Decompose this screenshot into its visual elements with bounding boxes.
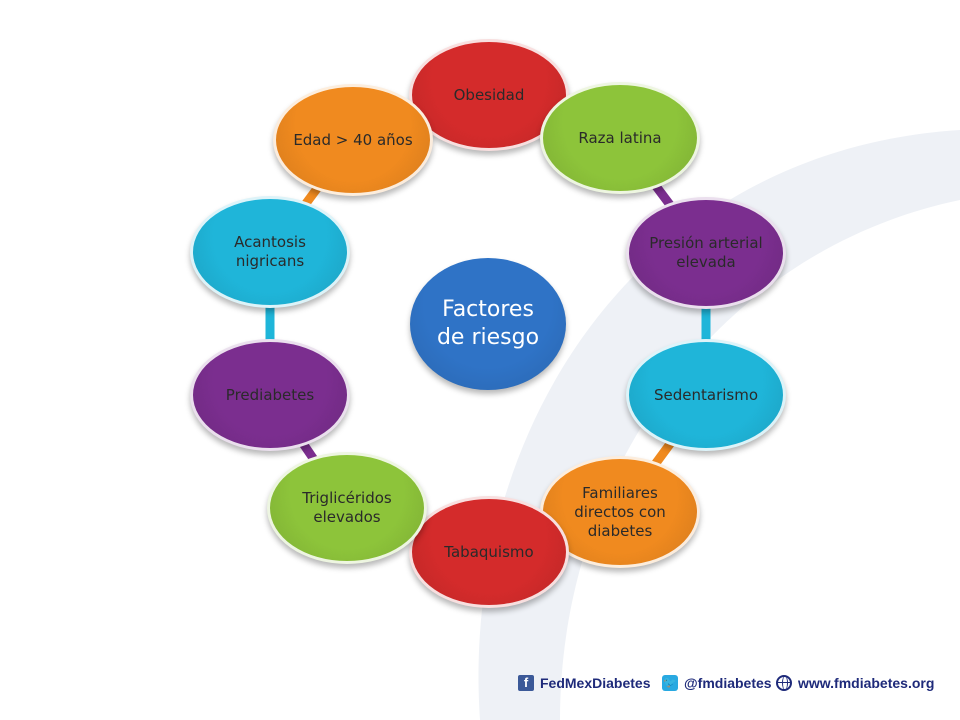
- risk-factor-label: Raza latina: [578, 128, 662, 147]
- risk-factor-node: Sedentarismo: [626, 339, 786, 451]
- risk-factor-node: Prediabetes: [190, 339, 350, 451]
- risk-factor-node: Presión arterial elevada: [626, 197, 786, 309]
- facebook-handle: FedMexDiabetes: [540, 675, 651, 691]
- footer-facebook[interactable]: f FedMexDiabetes: [518, 672, 650, 694]
- risk-factor-label: Presión arterial elevada: [649, 234, 763, 271]
- risk-factor-label: Triglicéridos elevados: [302, 489, 392, 526]
- risk-factor-label: Edad > 40 años: [293, 130, 413, 149]
- risk-factor-label: Familiares directos con diabetes: [574, 483, 666, 540]
- twitter-icon: 🐦: [662, 675, 678, 691]
- facebook-icon: f: [518, 675, 534, 691]
- twitter-handle: @fmdiabetes: [684, 675, 772, 691]
- risk-factor-node: Tabaquismo: [409, 496, 569, 608]
- risk-factor-node: Raza latina: [540, 82, 700, 194]
- risk-factor-node: Obesidad: [409, 39, 569, 151]
- risk-factor-label: Obesidad: [453, 85, 525, 104]
- website-link: www.fmdiabetes.org: [798, 675, 935, 691]
- risk-factor-label: Sedentarismo: [653, 385, 759, 404]
- risk-factor-node: Acantosis nigricans: [190, 196, 350, 308]
- risk-factor-label: Prediabetes: [225, 385, 315, 404]
- footer-website[interactable]: www.fmdiabetes.org: [776, 672, 934, 694]
- risk-factor-node: Edad > 40 años: [273, 84, 433, 196]
- risk-factor-label: Acantosis nigricans: [234, 233, 306, 270]
- risk-factor-node: Triglicéridos elevados: [267, 452, 427, 564]
- globe-icon: [776, 675, 792, 691]
- center-label: Factores de riesgo: [436, 297, 540, 350]
- risk-factor-label: Tabaquismo: [444, 542, 534, 561]
- footer-twitter[interactable]: 🐦 @fmdiabetes: [662, 672, 772, 694]
- center-node: Factores de riesgo: [410, 258, 566, 390]
